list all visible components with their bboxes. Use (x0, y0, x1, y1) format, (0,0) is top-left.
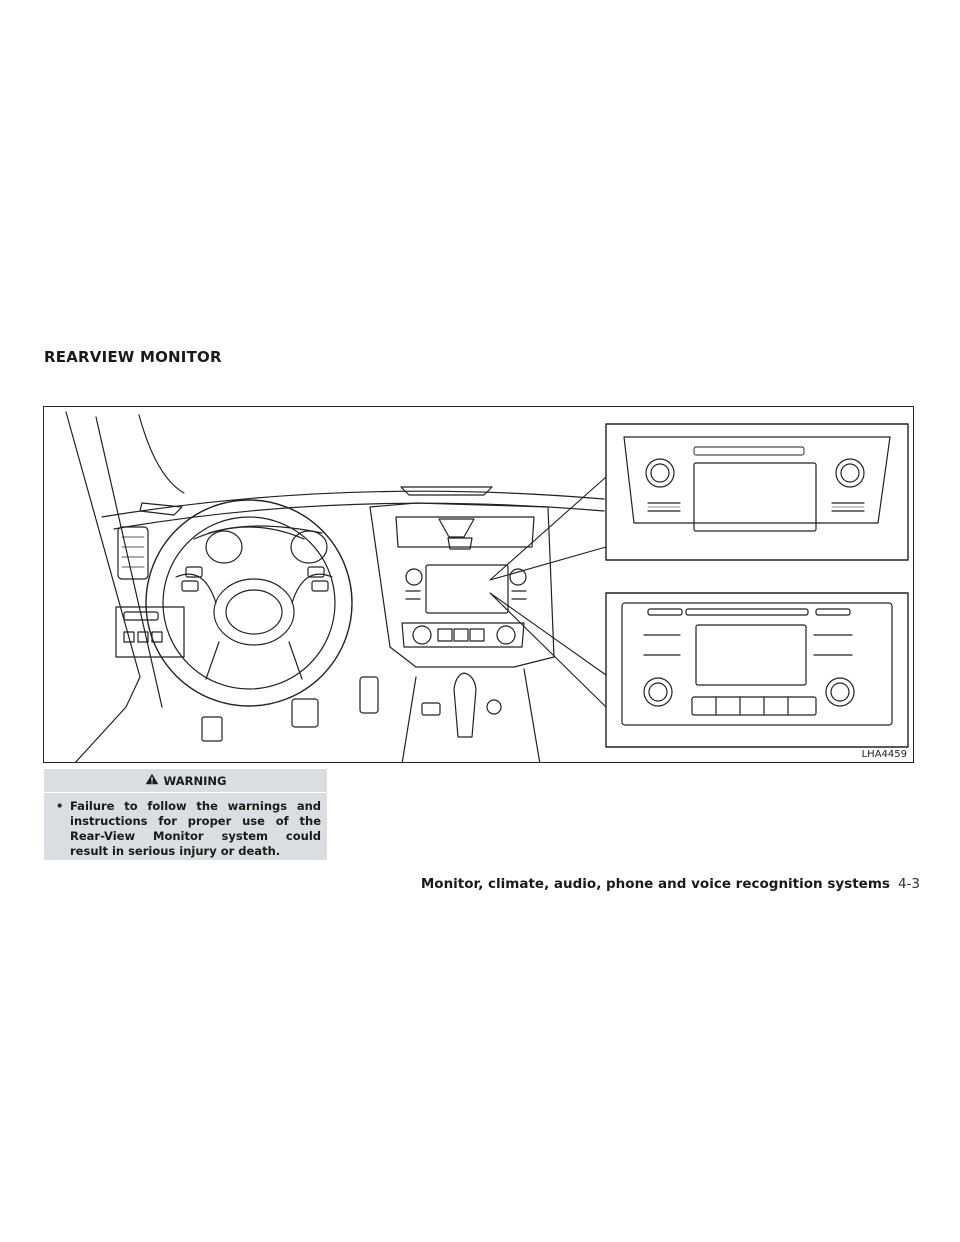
page-footer: Monitor, climate, audio, phone and voice… (421, 876, 920, 892)
steering-wheel (145, 499, 353, 707)
warning-triangle-icon (145, 773, 159, 788)
center-vents (395, 516, 535, 548)
defroster-vent (400, 486, 493, 496)
section-title: REARVIEW MONITOR (44, 348, 222, 366)
shift-lever (453, 672, 477, 738)
radio-unit-detail (605, 592, 909, 748)
a-pillar (65, 411, 141, 762)
warning-header: WARNING (44, 769, 327, 793)
bullet: • (56, 799, 64, 813)
warning-text: Failure to follow the warnings and instr… (70, 799, 321, 858)
warning-heading: WARNING (163, 773, 227, 788)
page-number: 4-3 (897, 876, 920, 892)
warning-item: • Failure to follow the warnings and ins… (44, 793, 327, 859)
dashboard-illustration: LHA4459 (43, 406, 914, 763)
chapter-title: Monitor, climate, audio, phone and voice… (420, 876, 890, 892)
warning-box: WARNING • Failure to follow the warnings… (44, 769, 327, 860)
wheel-hub (213, 578, 295, 646)
figure-code: LHA4459 (859, 749, 909, 760)
display-unit-detail (605, 423, 909, 561)
center-display (405, 564, 527, 614)
left-vent (117, 526, 149, 580)
